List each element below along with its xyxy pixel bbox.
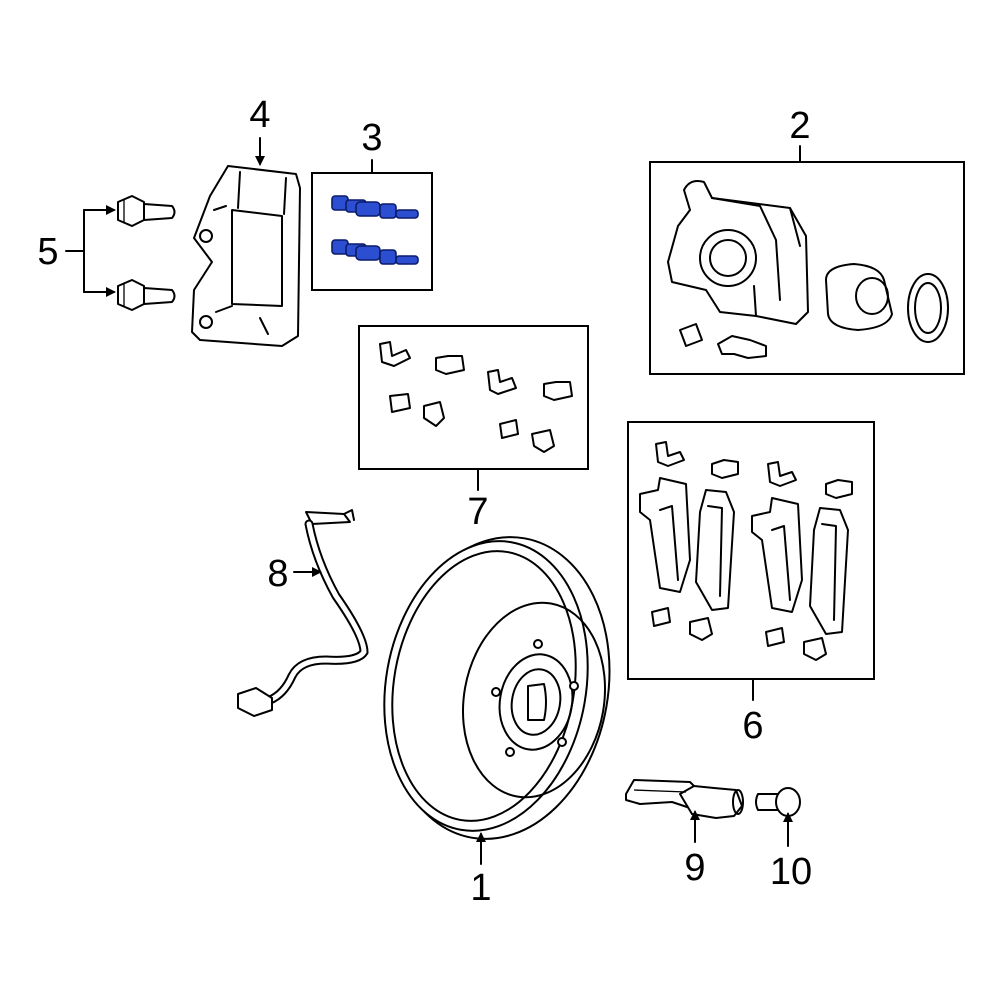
part-1-brake-rotor[interactable] bbox=[362, 519, 633, 857]
guide-pin-upper bbox=[331, 195, 419, 219]
callout-10: 10 bbox=[770, 851, 812, 893]
part-10-bolt[interactable] bbox=[755, 787, 801, 817]
callout-7: 7 bbox=[467, 491, 488, 533]
part-4-caliper-bracket[interactable] bbox=[191, 165, 301, 347]
part-9-sensor-clip[interactable] bbox=[625, 779, 744, 819]
part-6-box bbox=[627, 421, 875, 680]
callout-3: 3 bbox=[361, 117, 382, 159]
part-2-box bbox=[649, 161, 965, 375]
callout-8: 8 bbox=[267, 553, 288, 595]
callout-5: 5 bbox=[37, 231, 58, 273]
guide-pin-lower bbox=[331, 239, 419, 265]
part-6-brake-pads[interactable] bbox=[639, 441, 853, 661]
part-2-caliper-assembly[interactable] bbox=[667, 180, 949, 359]
part-3-box bbox=[311, 172, 433, 291]
callout-9: 9 bbox=[684, 847, 705, 889]
caliper-housing bbox=[667, 180, 809, 325]
part-5-bolt-lower[interactable] bbox=[117, 279, 176, 311]
part-3-guide-pins[interactable] bbox=[331, 195, 419, 265]
part-8-wear-sensor[interactable] bbox=[237, 509, 369, 717]
leader-5 bbox=[65, 209, 85, 293]
caliper-piston bbox=[825, 263, 893, 331]
part-7-box bbox=[358, 325, 589, 470]
callout-1: 1 bbox=[470, 867, 491, 909]
callout-2: 2 bbox=[789, 105, 810, 147]
bleeder-screw bbox=[717, 335, 767, 359]
callout-4: 4 bbox=[249, 94, 270, 136]
callout-6: 6 bbox=[742, 705, 763, 747]
bleeder-cap bbox=[679, 323, 703, 347]
part-7-hardware-clips[interactable] bbox=[379, 341, 573, 453]
piston-seal bbox=[907, 273, 949, 343]
part-5-bolt-upper[interactable] bbox=[117, 195, 176, 227]
